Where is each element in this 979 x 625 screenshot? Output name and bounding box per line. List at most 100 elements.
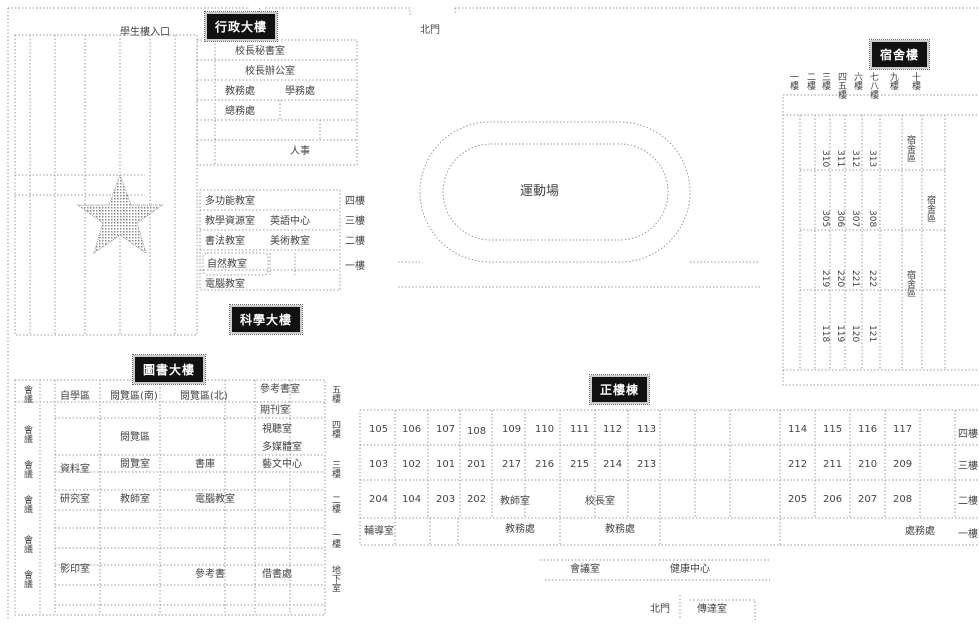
floor-label: 地下室 (330, 565, 340, 592)
floor-label: 三樓 (345, 216, 365, 227)
office-room: 健康中心 (670, 564, 710, 575)
classroom: 105 (369, 424, 389, 435)
classroom: 202 (467, 494, 487, 505)
library-room: 藝文中心 (262, 459, 302, 470)
library-room: 閱覽區(南) (110, 391, 158, 402)
floor-label: 一樓 (330, 530, 340, 548)
entry-label: 學生樓入口 (120, 27, 170, 38)
library-room: 閱覽室 (120, 459, 150, 470)
classroom: 108 (467, 426, 487, 437)
library-room: 閱覽區 (120, 432, 150, 443)
dorm-room: 305 (820, 210, 830, 228)
classroom: 校長室 (585, 496, 615, 507)
classroom: 201 (467, 459, 487, 470)
office-room: 教務處 (505, 524, 535, 535)
classroom: 112 (603, 424, 623, 435)
library-room: 研究室 (60, 494, 90, 505)
library-room: 會議 (22, 495, 32, 513)
classroom: 211 (823, 459, 843, 470)
room-label: 英語中心 (270, 216, 310, 227)
office-room: 教務處 (605, 524, 635, 535)
dorm-header: 三樓 (820, 72, 830, 90)
floor-label: 一樓 (345, 261, 365, 272)
dorm-header: 一樓 (788, 72, 798, 90)
floor-label: 四樓 (345, 196, 365, 207)
library-room: 影印室 (60, 564, 90, 575)
library-room: 會議 (22, 570, 32, 588)
floor-label: 一樓 (958, 529, 978, 540)
dorm-room: 120 (850, 325, 860, 343)
dorm-header: 二樓 (805, 72, 815, 90)
classroom: 216 (535, 459, 555, 470)
dorm-room: 118 (820, 325, 830, 343)
main-building-badge: 正樓棟 (588, 374, 651, 405)
classroom: 113 (637, 424, 657, 435)
classroom: 203 (436, 494, 456, 505)
classroom: 210 (858, 459, 878, 470)
dorm-room: 306 (835, 210, 845, 228)
floor-label: 二樓 (330, 495, 340, 513)
library-building-badge: 圖書大樓 (131, 354, 207, 385)
floor-label: 二樓 (345, 236, 365, 247)
office-room: 輔導室 (364, 526, 394, 537)
classroom: 103 (369, 459, 389, 470)
office-room: 總務處 (225, 106, 255, 117)
library-room: 參考書室 (260, 384, 300, 395)
dorm-room: 121 (867, 325, 877, 343)
classroom: 109 (502, 424, 522, 435)
library-room: 書庫 (195, 459, 215, 470)
room-label: 電腦教室 (205, 279, 245, 290)
classroom: 115 (823, 424, 843, 435)
dorm-area: 宿舍區 (905, 270, 915, 297)
classroom: 204 (369, 494, 389, 505)
dorm-header: 九樓 (888, 72, 898, 90)
science-building-badge: 科學大樓 (228, 304, 304, 335)
library-room: 視聽室 (262, 424, 292, 435)
library-room: 期刊室 (260, 405, 290, 416)
library-room: 電腦教室 (195, 494, 235, 505)
classroom: 205 (788, 494, 808, 505)
office-room: 教務處 (225, 86, 255, 97)
library-room: 多媒體室 (262, 442, 302, 453)
library-room: 參考書 (195, 569, 225, 580)
classroom: 116 (858, 424, 878, 435)
library-room: 會議 (22, 460, 32, 478)
classroom: 114 (788, 424, 808, 435)
office-room: 處務處 (905, 526, 935, 537)
classroom: 212 (788, 459, 808, 470)
classroom: 107 (436, 424, 456, 435)
classroom: 208 (893, 494, 913, 505)
dorm-room: 219 (820, 270, 830, 288)
dorm-room: 311 (835, 150, 845, 168)
north-gate-label: 北門 (420, 25, 440, 36)
room-label: 書法教室 (205, 236, 245, 247)
dorm-header: 四五樓 (836, 72, 846, 99)
library-room: 會議 (22, 425, 32, 443)
classroom: 110 (535, 424, 555, 435)
classroom: 教師室 (500, 496, 530, 507)
dorm-building-badge: 宿舍樓 (868, 39, 931, 70)
classroom: 102 (402, 459, 422, 470)
room-label: 美術教室 (270, 236, 310, 247)
track-label: 運動場 (520, 184, 560, 199)
floor-label: 四樓 (958, 429, 978, 440)
dorm-room: 222 (867, 270, 877, 288)
dorm-room: 307 (850, 210, 860, 228)
office-room: 會議室 (570, 564, 600, 575)
library-room: 會議 (22, 535, 32, 553)
floor-label: 三樓 (330, 460, 340, 478)
office-room: 校長辦公室 (245, 66, 295, 77)
floor-label: 三樓 (958, 461, 978, 472)
library-room: 自學區 (60, 391, 90, 402)
office-room: 學務處 (285, 86, 315, 97)
dorm-header: 七八樓 (868, 72, 878, 99)
south-gate-label: 北門 (650, 604, 670, 615)
dorm-room: 312 (850, 150, 860, 168)
classroom: 117 (893, 424, 913, 435)
dorm-room: 119 (835, 325, 845, 343)
classroom: 217 (502, 459, 522, 470)
room-label: 教學資源室 (205, 216, 255, 227)
dorm-area: 宿舍區 (925, 195, 935, 222)
